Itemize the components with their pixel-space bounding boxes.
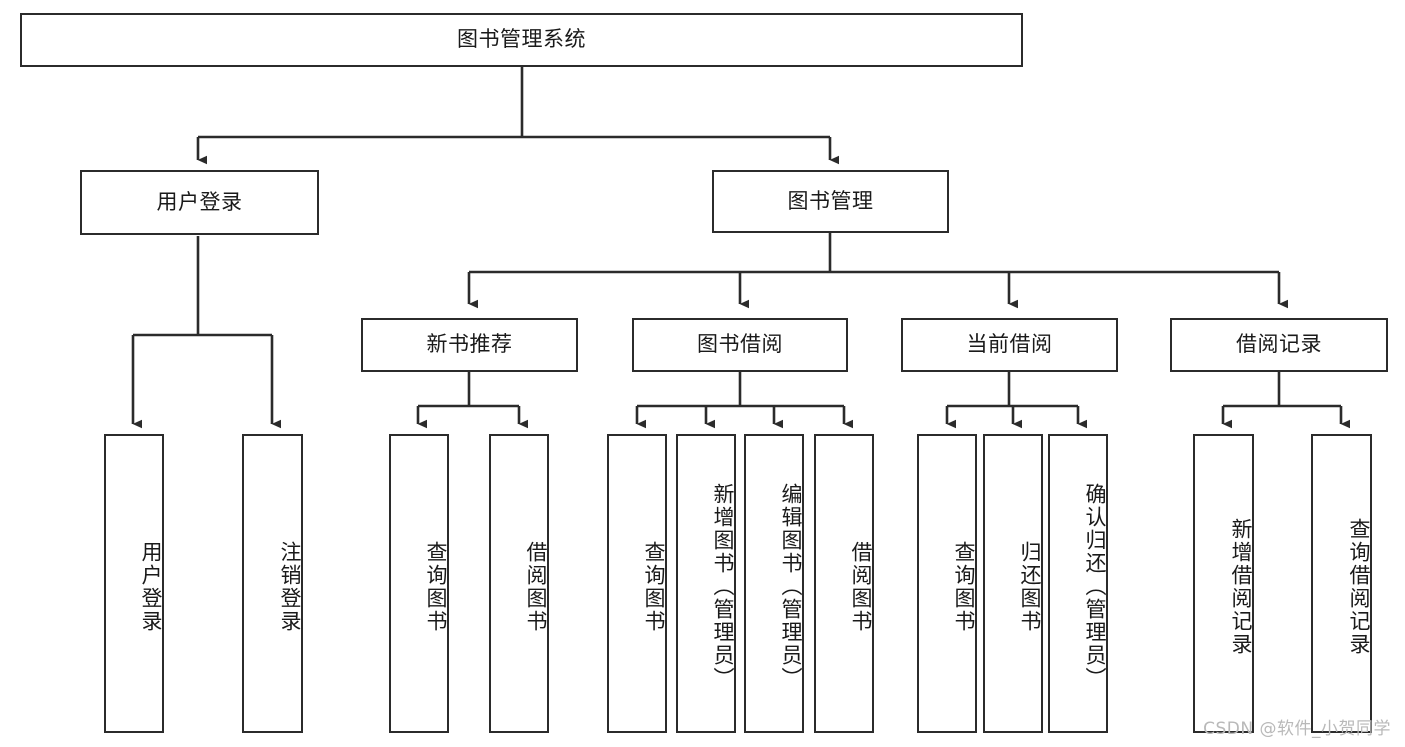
leaf-user-login[interactable]: 用户登录 [104, 434, 164, 733]
node-book-borrow-label: 图书借阅 [697, 332, 783, 357]
node-user-login[interactable]: 用户登录 [80, 170, 319, 235]
leaf-user-login-label: 用户登录 [139, 540, 163, 633]
node-root-system[interactable]: 图书管理系统 [20, 13, 1023, 67]
node-book-borrow[interactable]: 图书借阅 [632, 318, 848, 372]
node-borrow-record-label: 借阅记录 [1236, 332, 1322, 357]
leaf-borrow-books-borrow-label: 借阅图书 [849, 540, 873, 633]
leaf-confirm-return-admin-label: 确认归还（管理员） [1083, 483, 1107, 690]
node-borrow-record[interactable]: 借阅记录 [1170, 318, 1388, 372]
leaf-logout-label: 注销登录 [278, 540, 302, 633]
node-book-management-label: 图书管理 [787, 188, 874, 213]
leaf-query-books-borrow[interactable]: 查询图书 [607, 434, 667, 733]
leaf-edit-book-admin[interactable]: 编辑图书（管理员） [744, 434, 804, 733]
leaf-add-borrow-record-label: 新增借阅记录 [1229, 517, 1253, 656]
node-new-book-recommend-label: 新书推荐 [426, 332, 513, 357]
leaf-logout[interactable]: 注销登录 [242, 434, 303, 733]
leaf-borrow-books-newbook-label: 借阅图书 [524, 540, 548, 633]
leaf-query-borrow-record[interactable]: 查询借阅记录 [1311, 434, 1372, 733]
leaf-borrow-books-newbook[interactable]: 借阅图书 [489, 434, 549, 733]
leaf-query-books-newbook-label: 查询图书 [424, 540, 448, 633]
leaf-query-books-current-label: 查询图书 [952, 540, 976, 633]
leaf-return-books-label: 归还图书 [1018, 540, 1042, 633]
leaf-confirm-return-admin[interactable]: 确认归还（管理员） [1048, 434, 1108, 733]
node-book-management[interactable]: 图书管理 [712, 170, 949, 233]
node-current-borrow-label: 当前借阅 [966, 332, 1053, 357]
leaf-add-book-admin-label: 新增图书（管理员） [711, 483, 735, 690]
node-user-login-label: 用户登录 [156, 189, 243, 214]
leaf-add-borrow-record[interactable]: 新增借阅记录 [1193, 434, 1254, 733]
leaf-query-borrow-record-label: 查询借阅记录 [1347, 517, 1371, 656]
leaf-query-books-borrow-label: 查询图书 [642, 540, 666, 633]
node-root-system-label: 图书管理系统 [457, 27, 586, 52]
node-current-borrow[interactable]: 当前借阅 [901, 318, 1118, 372]
leaf-query-books-current[interactable]: 查询图书 [917, 434, 977, 733]
leaf-borrow-books-borrow[interactable]: 借阅图书 [814, 434, 874, 733]
leaf-return-books[interactable]: 归还图书 [983, 434, 1043, 733]
leaf-add-book-admin[interactable]: 新增图书（管理员） [676, 434, 736, 733]
leaf-query-books-newbook[interactable]: 查询图书 [389, 434, 449, 733]
leaf-edit-book-admin-label: 编辑图书（管理员） [779, 483, 803, 690]
node-new-book-recommend[interactable]: 新书推荐 [361, 318, 578, 372]
